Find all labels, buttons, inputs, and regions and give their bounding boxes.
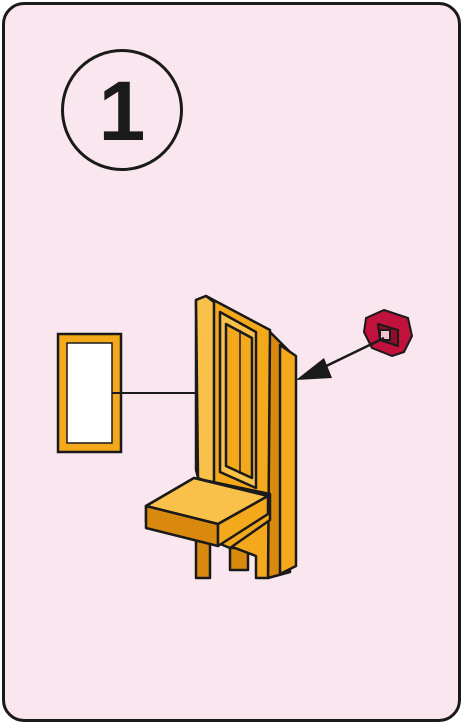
chair-part xyxy=(144,294,298,580)
step-number-badge: 1 xyxy=(61,49,183,171)
step-number: 1 xyxy=(98,64,146,158)
red-clip-part xyxy=(363,309,413,357)
insertion-arrow xyxy=(296,336,385,380)
assembly-illustration xyxy=(56,294,413,580)
sticker-part xyxy=(56,332,123,454)
